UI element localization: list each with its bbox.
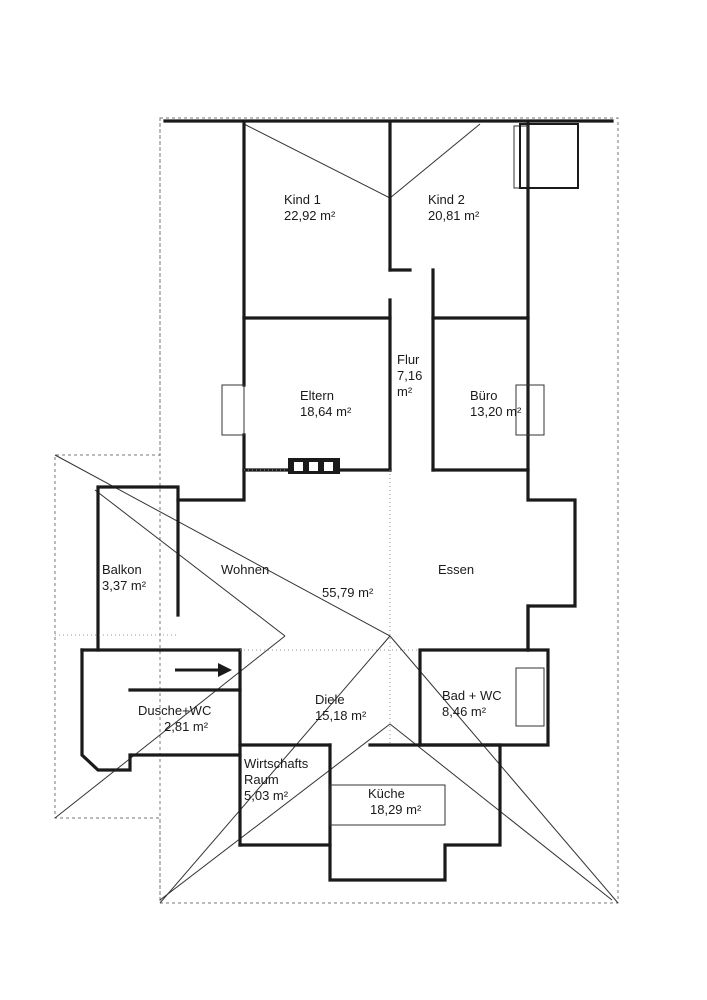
room-kind2: Kind 2 20,81 m²	[428, 192, 479, 224]
room-diele-name: Diele	[315, 692, 345, 707]
room-buero-area: 13,20 m²	[470, 404, 522, 419]
room-bad: Bad + WC 8,46 m²	[442, 688, 502, 720]
room-kind2-area: 20,81 m²	[428, 208, 480, 223]
room-flur: Flur 7,16 m²	[397, 352, 422, 400]
room-wirtschaft-name-line1: Wirtschafts	[244, 756, 309, 771]
room-dusche: Dusche+WC 2,81 m²	[138, 703, 211, 735]
room-kueche-area: 18,29 m²	[370, 802, 422, 817]
room-buero-name: Büro	[470, 388, 498, 403]
room-buero: Büro 13,20 m²	[470, 388, 521, 420]
walls	[80, 122, 577, 882]
room-bad-area: 8,46 m²	[442, 704, 487, 719]
room-wohnen-name: Wohnen	[221, 562, 270, 577]
roof-outline	[54, 117, 619, 904]
room-dusche-name: Dusche+WC	[138, 703, 212, 718]
room-kind1-area: 22,92 m²	[284, 208, 336, 223]
room-wirtschaft-name-line2: Raum	[244, 772, 279, 787]
room-eltern: Eltern 18,64 m²	[300, 388, 351, 420]
room-balkon-name: Balkon	[102, 562, 142, 577]
room-wirtschaft-area: 5,03 m²	[244, 788, 289, 803]
room-eltern-area: 18,64 m²	[300, 404, 352, 419]
room-balkon: Balkon 3,37 m²	[102, 562, 146, 594]
room-essen-name: Essen	[438, 562, 475, 577]
room-diele: Diele 15,18 m²	[315, 692, 366, 724]
room-flur-area-value: 7,16	[397, 368, 423, 383]
room-flur-area-unit: m²	[397, 384, 413, 399]
room-eltern-name: Eltern	[300, 388, 334, 403]
room-wohnen-area: 55,79 m²	[322, 585, 374, 600]
room-dusche-area: 2,81 m²	[164, 719, 209, 734]
room-balkon-area: 3,37 m²	[102, 578, 147, 593]
fixtures	[55, 123, 579, 826]
room-flur-name: Flur	[397, 352, 420, 367]
room-kind1: Kind 1 22,92 m²	[284, 192, 335, 224]
roof-hip-lines	[54, 123, 619, 904]
room-wirtschaft: Wirtschafts Raum 5,03 m²	[244, 756, 308, 804]
room-kind1-name: Kind 1	[284, 192, 321, 207]
room-kueche-name: Küche	[368, 786, 405, 801]
room-diele-area: 15,18 m²	[315, 708, 367, 723]
entrance-arrow-icon	[175, 663, 232, 677]
room-bad-name: Bad + WC	[442, 688, 502, 703]
room-kind2-name: Kind 2	[428, 192, 465, 207]
